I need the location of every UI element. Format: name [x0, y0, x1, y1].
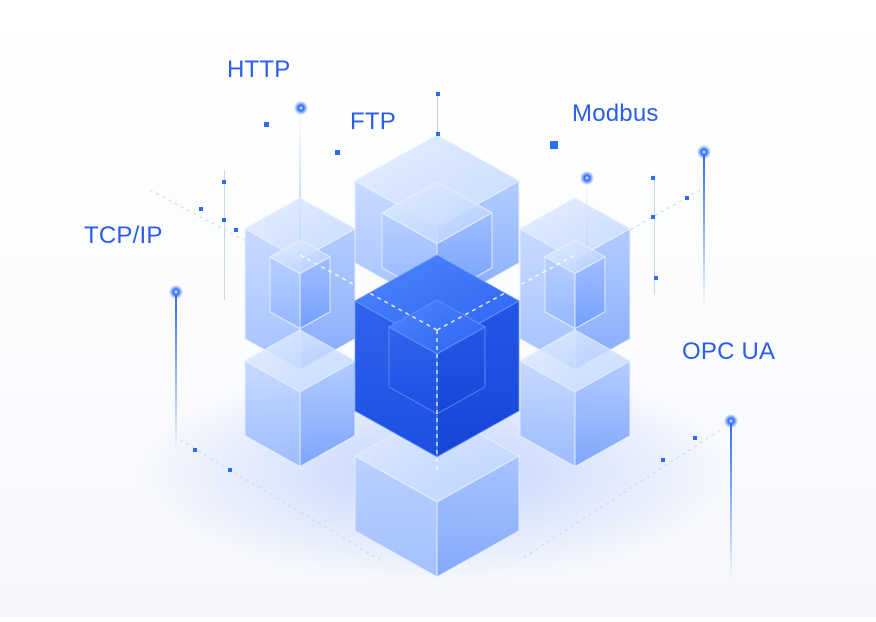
node-dot-icon — [222, 180, 226, 184]
cube-face-top — [243, 329, 357, 393]
label-opcua: OPC UA — [682, 338, 776, 365]
node-dot-icon — [436, 92, 440, 96]
node-dot-icon — [199, 207, 203, 211]
spark-icon — [724, 414, 738, 428]
label-modbus: Modbus — [572, 100, 659, 127]
cube-right-low — [518, 329, 632, 468]
label-ftp: FTP — [350, 108, 396, 135]
core-dashed-edges — [299, 254, 576, 470]
spark-icon — [580, 171, 594, 185]
node-dot-icon — [335, 150, 340, 155]
node-dot-icon — [685, 196, 689, 200]
node-dot-icon — [651, 215, 655, 219]
isometric-cube-cluster-icon — [243, 134, 632, 578]
cube-face-top — [387, 299, 487, 355]
node-square-icon — [550, 141, 558, 149]
label-tcpip: TCP/IP — [84, 222, 163, 249]
node-dot-icon — [654, 276, 658, 280]
signal-nodes — [169, 92, 738, 472]
cube-face-top — [543, 239, 607, 275]
node-dot-icon — [651, 176, 655, 180]
cube-left-low — [243, 329, 357, 468]
node-dot-icon — [264, 122, 269, 127]
cube-face-top — [518, 329, 632, 393]
node-dot-icon — [693, 436, 697, 440]
cube-face-top — [268, 239, 332, 275]
cube-right-inner — [543, 239, 607, 330]
spark-icon — [697, 145, 711, 159]
node-dot-icon — [228, 468, 232, 472]
cube-face-top — [380, 181, 494, 245]
spark-icon — [294, 101, 308, 115]
spark-icon — [169, 285, 183, 299]
node-dot-icon — [234, 228, 238, 232]
node-dot-icon — [193, 448, 197, 452]
label-http: HTTP — [227, 56, 291, 83]
node-dot-icon — [661, 458, 665, 462]
node-dot-icon — [222, 218, 226, 222]
node-dot-icon — [436, 132, 440, 136]
cube-core-inner — [387, 299, 487, 415]
cube-left-inner — [268, 239, 332, 330]
